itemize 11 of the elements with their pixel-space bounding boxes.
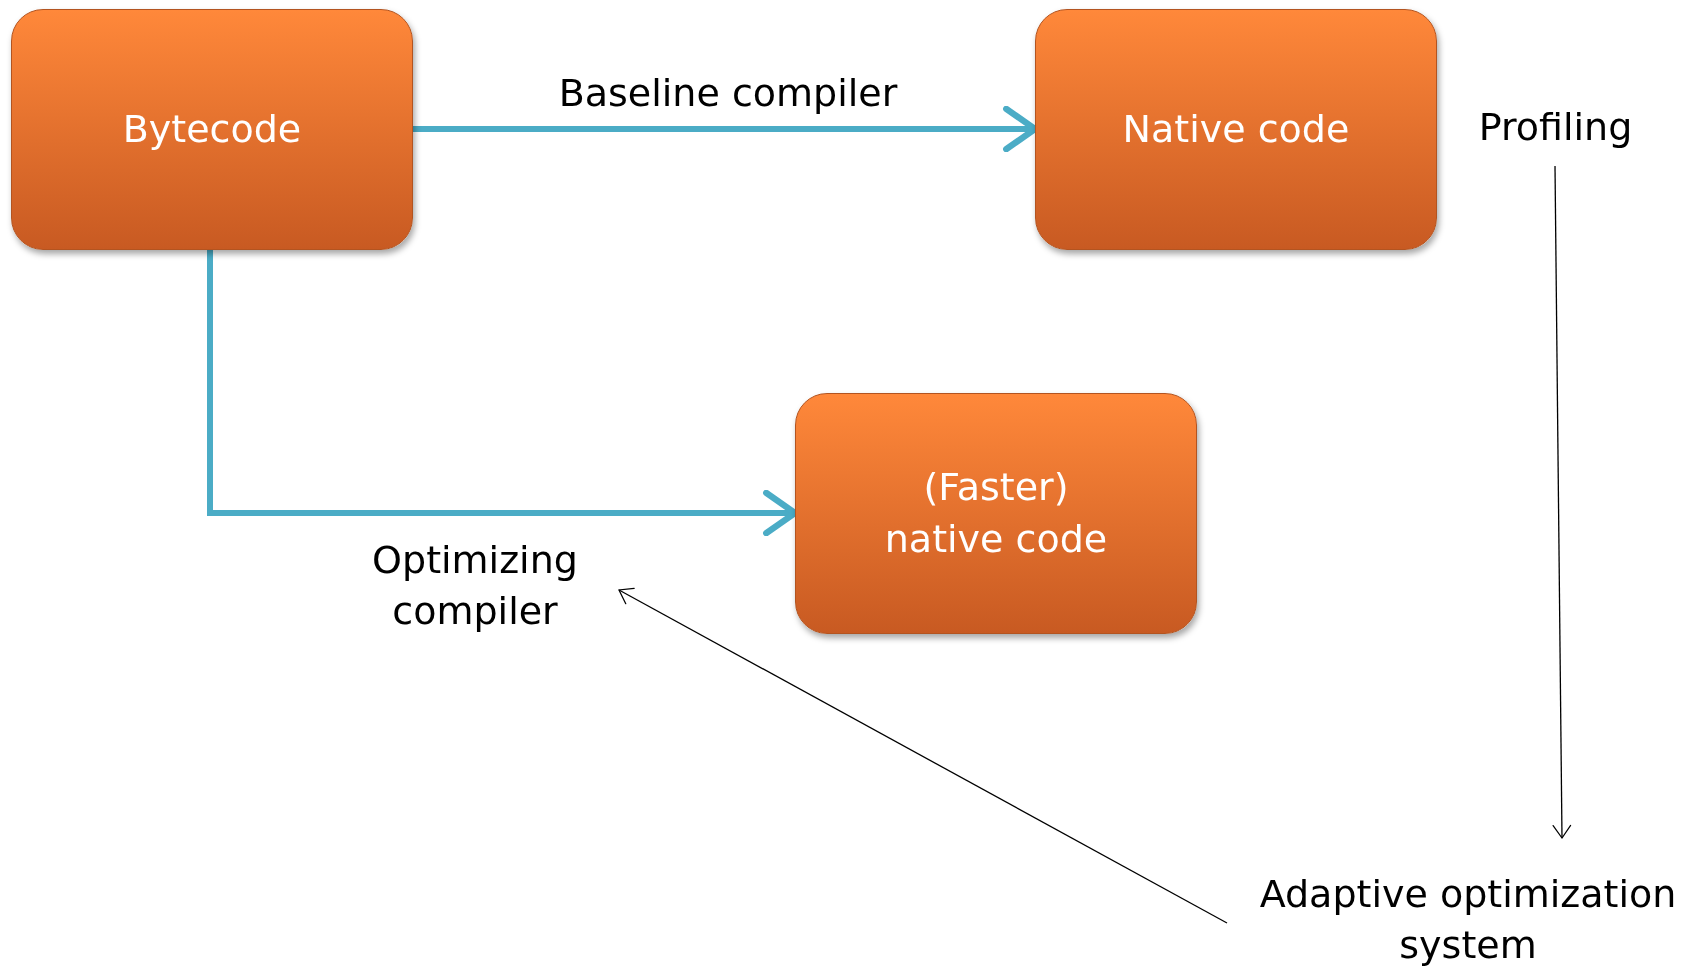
text-label: Adaptive optimization system <box>1258 870 1678 969</box>
process-box <box>11 9 413 250</box>
box-label: Bytecode <box>122 105 302 153</box>
text-label: Optimizing compiler <box>371 536 579 635</box>
arrow <box>618 587 1228 924</box>
box-label: Native code <box>1122 105 1350 153</box>
process-box <box>1035 9 1437 250</box>
box-label: (Faster) native code <box>883 464 1109 563</box>
process-box <box>795 393 1197 634</box>
arrow <box>1552 165 1572 839</box>
text-label: Profiling <box>1478 104 1633 152</box>
